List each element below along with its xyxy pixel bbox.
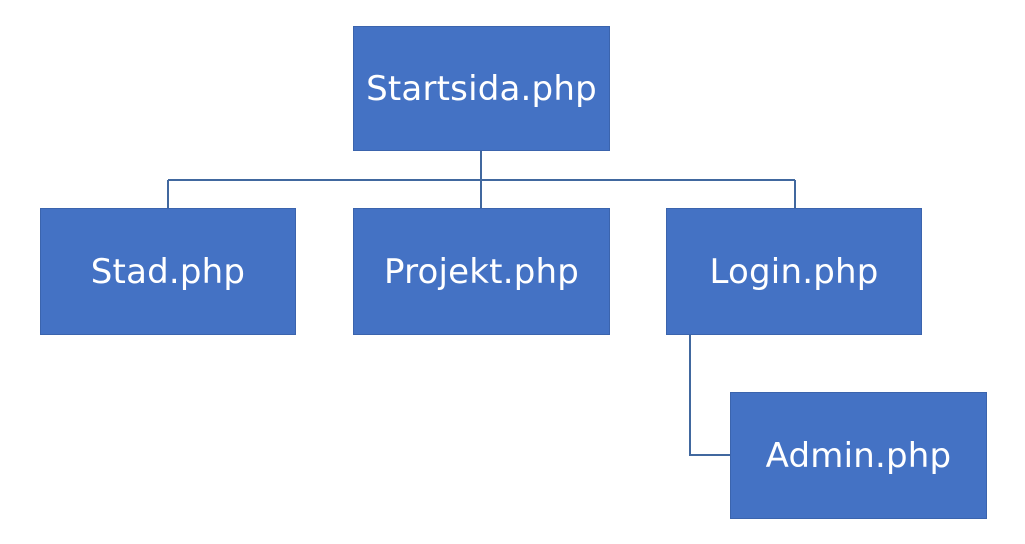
node-projekt: Projekt.php — [353, 208, 610, 335]
node-login: Login.php — [666, 208, 922, 335]
node-admin-label: Admin.php — [765, 435, 952, 476]
node-login-label: Login.php — [709, 251, 879, 292]
node-startsida: Startsida.php — [353, 26, 610, 151]
connector-root-children — [167, 151, 796, 208]
node-projekt-label: Projekt.php — [383, 251, 580, 292]
node-stad: Stad.php — [40, 208, 296, 335]
connector-login-admin — [689, 335, 730, 456]
node-stad-label: Stad.php — [90, 251, 246, 292]
node-startsida-label: Startsida.php — [366, 68, 597, 109]
node-admin: Admin.php — [730, 392, 987, 519]
